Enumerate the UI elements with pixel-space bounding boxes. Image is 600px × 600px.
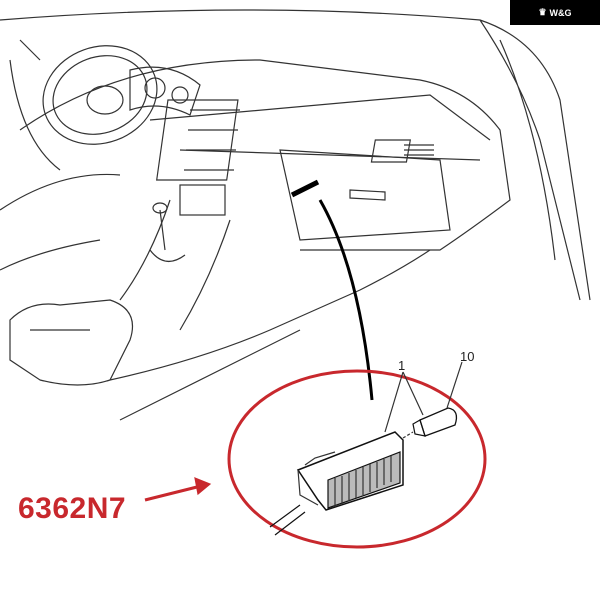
gear-shift [149,209,186,262]
steering-wheel [42,45,158,145]
brand-name: W&G [549,7,572,18]
highlight-ellipse [227,369,487,549]
callout-part-10: 10 [460,349,475,364]
brand-badge: ♛ W&G [510,0,600,25]
part-number: 6362N7 [18,492,127,525]
windshield-frame [0,9,591,301]
dashboard-top [19,59,511,251]
callout-part-1: 1 [398,358,406,373]
armrest [9,299,134,386]
pointer-line [318,199,374,401]
glovebox [279,149,451,241]
glovebox-lamp [269,431,404,536]
air-vent [370,139,412,163]
leader-line-10 [446,361,463,409]
crown-logo-icon: ♛ [538,7,547,17]
bulb [402,407,458,439]
red-arrow [144,483,206,502]
center-console-radio [156,99,239,181]
lamp-location-marker [290,179,320,198]
leader-line-1 [384,371,424,433]
